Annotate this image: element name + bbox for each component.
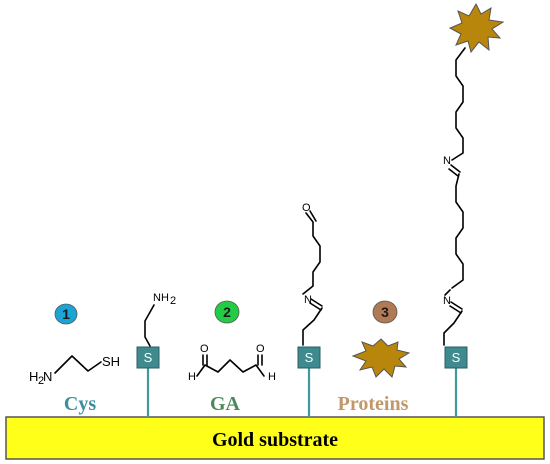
anchor-1-sulfur-box xyxy=(136,346,160,369)
step-1-marker: 1 xyxy=(54,303,78,325)
anchor-3-nitrogen-bottom: N xyxy=(443,295,451,307)
anchor-2-sulfur-box xyxy=(297,346,321,369)
anchored-aldehyde: O N S xyxy=(297,202,323,418)
cys-h-subscript: 2 xyxy=(38,375,44,387)
anchored-cysteamine: NH 2 S xyxy=(136,292,176,418)
step-3-marker: 3 xyxy=(372,300,398,324)
cys-thiol: SH xyxy=(102,354,120,369)
ga-oxygen-right: O xyxy=(256,343,265,355)
anchor-2-lower-chain xyxy=(302,307,323,346)
cys-chain xyxy=(54,355,102,374)
ga-hydrogen-right: H xyxy=(268,371,276,383)
anchor-2-oxygen: O xyxy=(302,202,311,214)
amine-top-atom: NH xyxy=(153,292,169,304)
ga-chain xyxy=(196,359,265,377)
anchor-2-nitrogen: N xyxy=(304,294,312,306)
step-2-marker: 2 xyxy=(214,300,240,324)
free-protein-icon xyxy=(351,338,411,378)
step-2-label: GA xyxy=(210,393,241,415)
cys-h-atom: H xyxy=(29,369,38,384)
anchor-2-upper-chain xyxy=(302,212,321,295)
anchor-3-sulfur-box xyxy=(444,346,468,369)
anchor-2-sulfur-label: S xyxy=(305,350,314,365)
anchor-3-upper-chain xyxy=(451,47,466,161)
anchor-3-middle-chain xyxy=(451,173,464,289)
ga-hydrogen-left: H xyxy=(188,371,196,383)
step-1-label: Cys xyxy=(64,393,96,415)
step-1-number: 1 xyxy=(62,306,70,322)
ga-oxygen-left: O xyxy=(200,343,209,355)
bound-protein-icon xyxy=(448,2,505,54)
gold-substrate xyxy=(5,416,545,460)
glutaraldehyde-molecule: O O H H xyxy=(188,343,276,383)
step-3-number: 3 xyxy=(381,304,389,320)
substrate-label: Gold substrate xyxy=(212,429,338,451)
cysteamine-molecule: H 2 N SH xyxy=(29,354,120,387)
amine-top-subscript: 2 xyxy=(170,295,176,307)
step-3-label: Proteins xyxy=(338,393,409,415)
anchor-3-lower-chain xyxy=(443,310,463,346)
anchor-3-sulfur-label: S xyxy=(452,350,461,365)
cys-n-atom: N xyxy=(43,369,52,384)
anchor-1-chain xyxy=(144,304,155,347)
anchor-3-nitrogen-top: N xyxy=(443,155,451,167)
anchor-1-sulfur-label: S xyxy=(144,350,153,365)
anchored-protein: N N S xyxy=(443,2,505,418)
step-2-number: 2 xyxy=(223,304,231,320)
